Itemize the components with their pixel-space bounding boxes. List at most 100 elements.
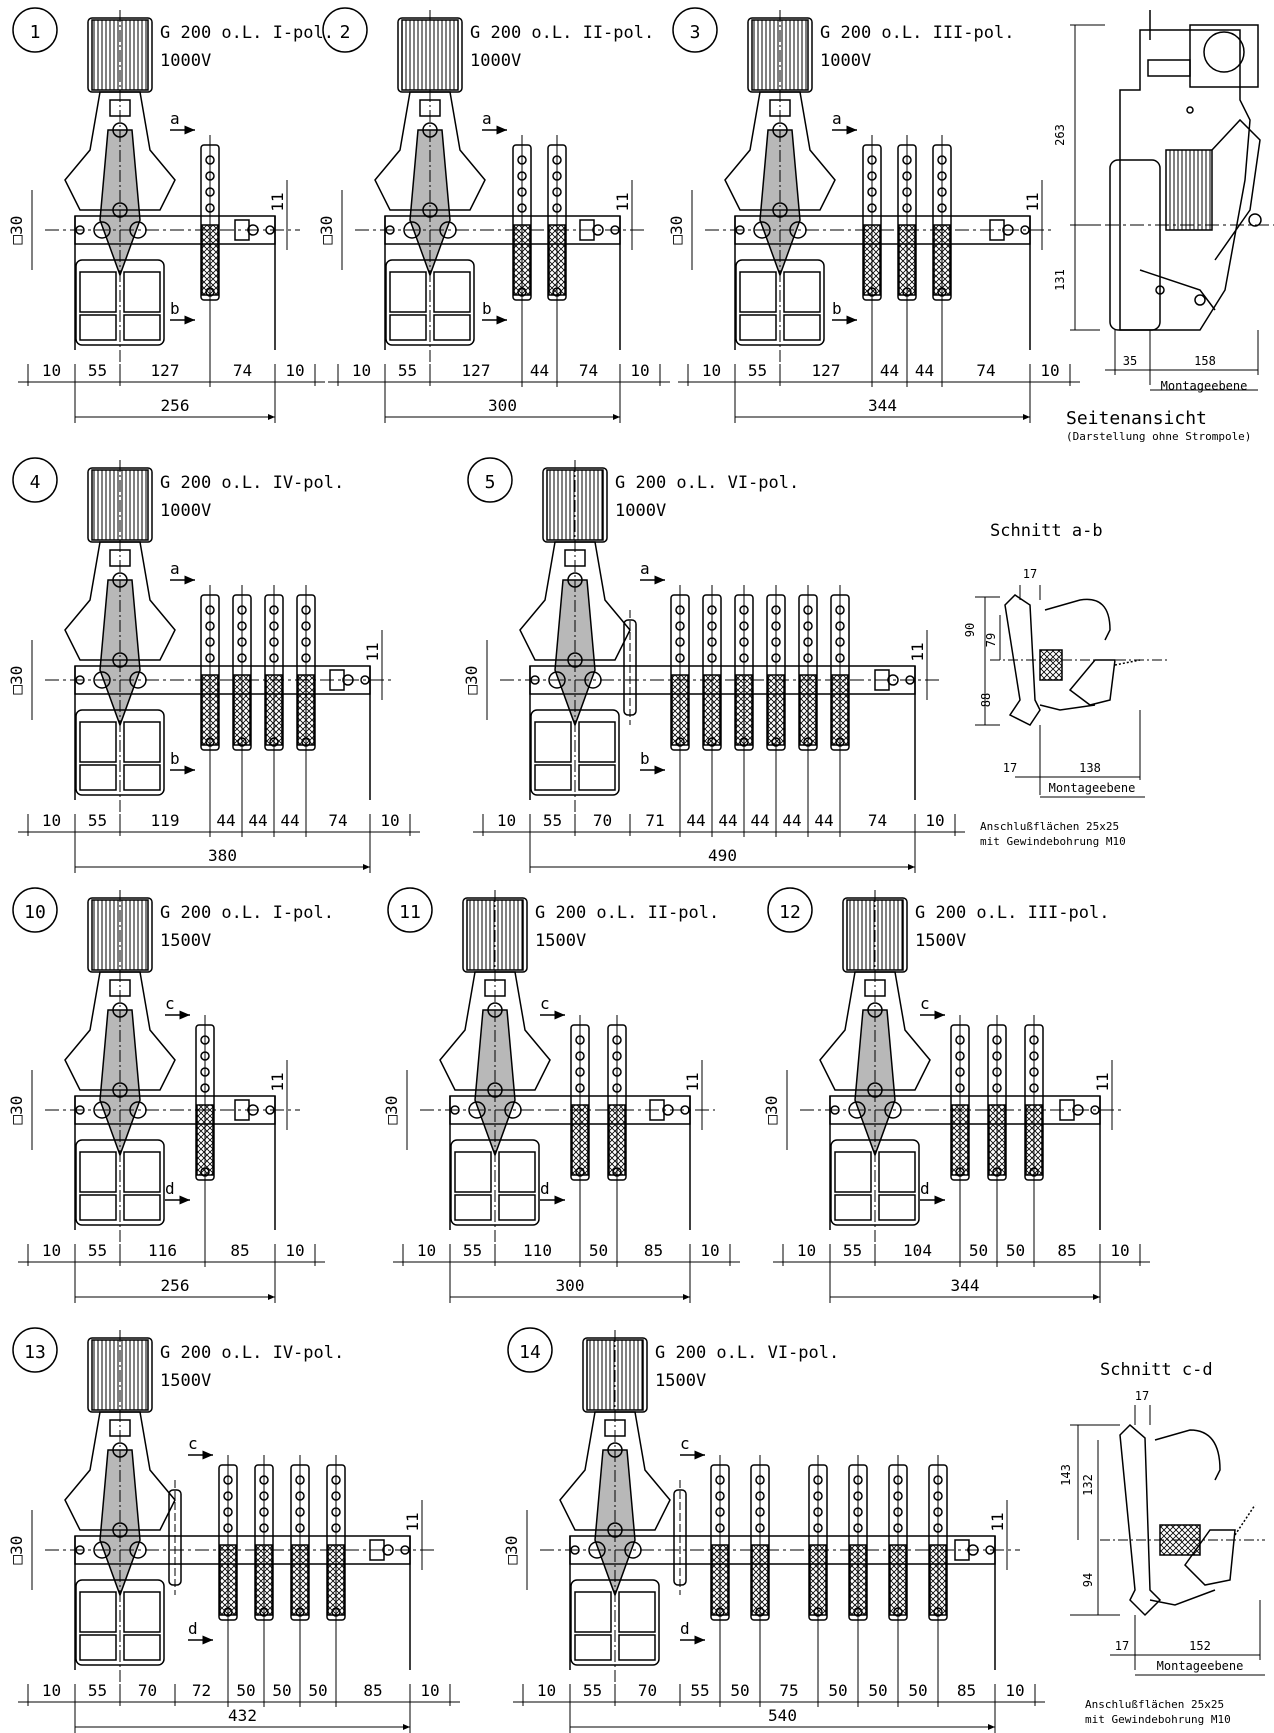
side-subtitle: (Darstellung ohne Strompole): [1066, 430, 1251, 443]
section-label-top: a: [170, 109, 180, 128]
terminal-block: [1059, 1099, 1075, 1121]
dim-total: 256: [161, 396, 190, 415]
hex-nut-right: [789, 221, 807, 239]
hex-nut-left: [93, 1541, 111, 1559]
drive-box-right: [498, 1151, 536, 1193]
section-cd-note2: mit Gewindebohrung M10: [1085, 1713, 1231, 1726]
side-view-labels: 263 131 35 158 Montageebene Seitenansich…: [1053, 124, 1251, 443]
hex-nut-right: [884, 1101, 902, 1119]
frame-bolt-right: [265, 1105, 275, 1115]
panel-title: G 200 o.L. II-pol.: [535, 903, 719, 923]
panel-number-circle: [507, 1327, 553, 1373]
dim-total: 300: [488, 396, 517, 415]
side-d131: 131: [1053, 269, 1067, 291]
drive-box-right: [123, 1151, 161, 1193]
dim-total: 432: [228, 1706, 257, 1725]
pole-3: [734, 585, 754, 837]
side-d263: 263: [1053, 124, 1067, 146]
dim-value: 72: [192, 1681, 211, 1700]
hex-nut-left: [93, 671, 111, 689]
section-cd-note1: Anschlußflächen 25x25: [1085, 1698, 1224, 1711]
dim-value: 44: [814, 811, 833, 830]
drive-box-right: [878, 1151, 916, 1193]
dim-value: 74: [328, 811, 347, 830]
pole-1: [710, 1455, 730, 1707]
pole-6: [928, 1455, 948, 1707]
panel-voltage: 1500V: [535, 931, 586, 951]
pole-3: [290, 1455, 310, 1707]
pole-1: [218, 1455, 238, 1707]
hex-nut-left: [753, 221, 771, 239]
frame-bolt-left: [385, 225, 395, 235]
dim-value: 50: [730, 1681, 749, 1700]
dim-value: 10: [702, 361, 721, 380]
pole-1: [200, 585, 220, 837]
dim-value: 10: [42, 1681, 61, 1700]
panel-number-circle: [12, 887, 58, 933]
drive-box-right-lower: [123, 1634, 161, 1661]
dim-eleven: 11: [1093, 1072, 1112, 1091]
dim-value: 55: [88, 361, 107, 380]
drive-housing: [450, 1139, 540, 1226]
dim-value: 55: [463, 1241, 482, 1260]
panel-number-circle: [12, 457, 58, 503]
drive-housing: [830, 1139, 920, 1226]
drive-box-right-lower: [498, 1194, 536, 1221]
pole-2: [750, 1455, 770, 1707]
terminal-block: [874, 669, 890, 691]
panel-number-circle: [672, 7, 718, 53]
dim-value: 44: [248, 811, 267, 830]
dim-value: 10: [285, 361, 304, 380]
panel-number: 12: [779, 902, 801, 923]
terminal-cap: [342, 674, 354, 686]
dim-value: 50: [589, 1241, 608, 1260]
drive-box-left-lower: [574, 1634, 612, 1661]
dim-value: 10: [925, 811, 944, 830]
section-cd-labels: Schnitt c-d 17 143 132 94 17 152 Montage…: [1059, 1360, 1243, 1726]
pole-2: [254, 1455, 274, 1707]
panel-voltage: 1500V: [655, 1371, 706, 1391]
pole-2: [702, 585, 722, 837]
drive-box-right-lower: [123, 764, 161, 791]
dim-eleven: 11: [988, 1512, 1007, 1531]
panel-voltage: 1500V: [160, 931, 211, 951]
dim-value: 10: [352, 361, 371, 380]
pole-1: [200, 135, 220, 387]
frame-bolt-left: [75, 675, 85, 685]
section-ab-note2: mit Gewindebohrung M10: [980, 835, 1126, 848]
dim-value: 10: [1005, 1681, 1024, 1700]
hex-nut-right: [624, 1541, 642, 1559]
terminal-block: [234, 1099, 250, 1121]
dim-value: 74: [233, 361, 252, 380]
dim-value: 50: [1006, 1241, 1025, 1260]
side-d35: 35: [1123, 354, 1137, 368]
dim-value: 44: [530, 361, 549, 380]
panel-title: G 200 o.L. VI-pol.: [615, 473, 799, 493]
section-label-top: a: [482, 109, 492, 128]
contact-arm-body: [64, 1411, 176, 1531]
terminal-cap: [247, 224, 259, 236]
panel-voltage: 1000V: [160, 51, 211, 71]
panel-voltage: 1000V: [160, 501, 211, 521]
dim-value: 44: [216, 811, 235, 830]
dim-total: 540: [768, 1706, 797, 1725]
section-label-top: c: [188, 1434, 198, 1453]
hex-nut-left: [93, 221, 111, 239]
contact-arm-body: [819, 971, 931, 1091]
drive-box-left-lower: [79, 314, 117, 341]
dim-value: 55: [88, 1681, 107, 1700]
drive-box-right: [123, 271, 161, 313]
pole-3: [1024, 1015, 1044, 1267]
section-ab-d79: 79: [984, 633, 998, 647]
hex-nut-right: [504, 1101, 522, 1119]
panel-number: 11: [399, 902, 421, 923]
terminal-cap: [592, 224, 604, 236]
dim-value: 70: [138, 1681, 157, 1700]
dim-value: 127: [462, 361, 491, 380]
drive-box-right-lower: [433, 314, 471, 341]
section-ab-d17: 17: [1023, 567, 1037, 581]
panel-title: G 200 o.L. I-pol.: [160, 23, 334, 43]
dim-square: □30: [7, 666, 26, 695]
dim-value: 50: [828, 1681, 847, 1700]
